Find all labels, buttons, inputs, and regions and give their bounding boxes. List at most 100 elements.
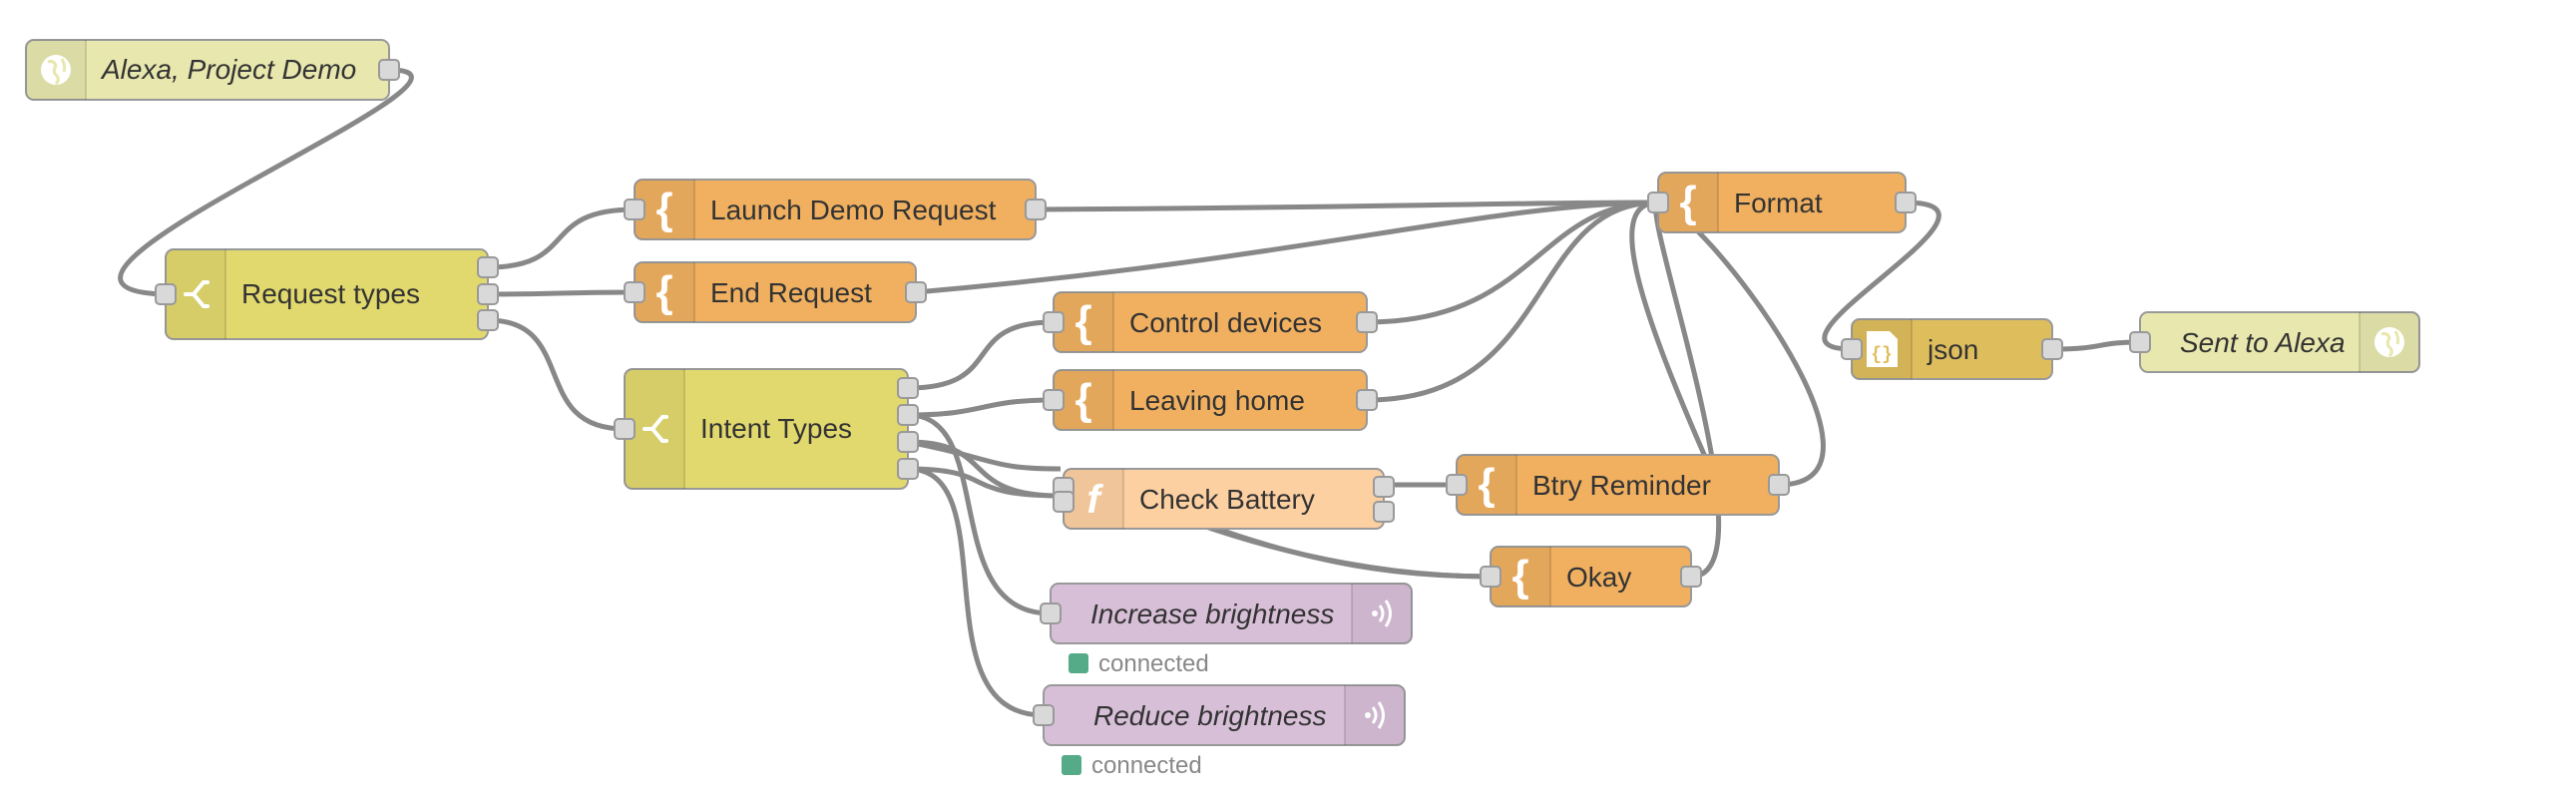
input-port[interactable] — [1446, 474, 1468, 496]
wireless-icon — [1365, 701, 1385, 729]
input-port[interactable] — [624, 281, 645, 303]
node-label: Control devices — [1129, 307, 1322, 338]
output-port-2[interactable] — [897, 404, 919, 426]
icon-area — [1054, 370, 1113, 430]
input-port[interactable] — [624, 199, 645, 220]
wire-json-to-sent-to-alexa[interactable] — [2051, 339, 2141, 352]
input-port[interactable] — [1043, 389, 1065, 411]
node-format[interactable]: { Format — [1647, 172, 1917, 233]
node-label: End Request — [710, 277, 872, 308]
node-label: Format — [1734, 188, 1823, 218]
output-port-3[interactable] — [897, 431, 919, 453]
node-intent-types[interactable]: Intent Types — [614, 368, 919, 490]
globe-icon — [2374, 327, 2404, 358]
wire-intent-to-reduce-brightness[interactable] — [907, 466, 1045, 718]
template-icon: { — [1478, 460, 1495, 509]
wire-alexa-to-request-types[interactable] — [118, 67, 414, 297]
node-btry-reminder[interactable]: { Btry Reminder — [1446, 454, 1790, 516]
wire-request-types-to-launch-demo[interactable] — [487, 206, 636, 270]
input-port[interactable] — [614, 418, 636, 440]
node-label: Sent to Alexa — [2180, 327, 2346, 358]
input-port[interactable] — [1033, 704, 1055, 726]
wire-end-request-to-format[interactable] — [915, 200, 1659, 295]
output-port[interactable] — [1356, 389, 1378, 411]
node-label: json — [1927, 334, 1978, 365]
node-launch-demo-request[interactable]: { Launch Demo Request — [624, 179, 1047, 240]
input-port[interactable] — [155, 283, 177, 305]
status-text: connected — [1098, 650, 1209, 677]
icon-area — [1054, 292, 1113, 352]
input-port[interactable] — [1040, 602, 1062, 624]
wire-control-devices-to-format[interactable] — [1366, 200, 1659, 325]
template-icon: { — [1074, 375, 1091, 424]
input-port[interactable] — [2129, 331, 2151, 353]
node-label: Launch Demo Request — [710, 195, 997, 225]
wire-intent-to-check-battery-c[interactable] — [907, 439, 1062, 472]
node-reduce-brightness[interactable]: Reduce brightness connected — [1033, 684, 1406, 779]
node-label: Intent Types — [700, 413, 852, 444]
output-port[interactable] — [905, 281, 927, 303]
output-port-3[interactable] — [477, 309, 499, 331]
wire-intent-to-control-devices[interactable] — [907, 319, 1055, 391]
icon-area — [1064, 469, 1123, 529]
input-port-2[interactable] — [1053, 491, 1074, 513]
node-label: Leaving home — [1129, 385, 1305, 416]
node-alexa-project-demo[interactable]: Alexa, Project Demo — [25, 39, 400, 101]
output-port[interactable] — [1356, 311, 1378, 333]
output-port-2[interactable] — [1373, 501, 1395, 523]
wire-format-to-json[interactable] — [1822, 200, 1941, 352]
node-request-types[interactable]: Request types — [155, 248, 499, 340]
wire-request-types-to-end-request[interactable] — [487, 289, 636, 297]
node-okay[interactable]: { Okay — [1480, 546, 1702, 607]
input-port[interactable] — [1480, 566, 1502, 588]
wire-intent-to-leaving-home[interactable] — [907, 397, 1055, 418]
node-label: Request types — [241, 278, 420, 309]
status-dot — [1062, 755, 1081, 775]
output-port-1[interactable] — [897, 377, 919, 399]
wire-leaving-home-to-format[interactable] — [1366, 200, 1659, 403]
output-port-4[interactable] — [897, 458, 919, 480]
wire-request-types-to-intent-types[interactable] — [487, 317, 626, 432]
status-dot — [1069, 653, 1088, 673]
output-port[interactable] — [378, 59, 400, 81]
output-port[interactable] — [1025, 199, 1047, 220]
node-increase-brightness[interactable]: Increase brightness connected — [1040, 583, 1413, 677]
switch-icon — [643, 415, 668, 443]
icon-area — [1457, 455, 1516, 515]
input-port[interactable] — [1043, 311, 1065, 333]
input-port[interactable] — [1647, 192, 1669, 213]
output-port-1[interactable] — [477, 256, 499, 278]
wire-btry-reminder-to-format[interactable] — [1657, 200, 1826, 488]
output-port[interactable] — [1895, 192, 1917, 213]
wire-check-battery-to-okay-b[interactable] — [1216, 526, 1492, 580]
node-end-request[interactable]: { End Request — [624, 261, 927, 323]
template-icon: { — [1074, 297, 1091, 346]
node-check-battery[interactable]: f Check Battery — [1053, 468, 1395, 530]
input-port[interactable] — [1841, 338, 1863, 360]
output-port[interactable] — [2041, 338, 2063, 360]
icon-area — [1658, 173, 1718, 232]
output-port-1[interactable] — [1373, 476, 1395, 498]
template-icon: { — [655, 267, 672, 316]
node-json[interactable]: {} json — [1841, 318, 2063, 380]
wireless-icon — [1372, 600, 1392, 627]
status-text: connected — [1091, 752, 1202, 779]
template-icon: { — [1679, 178, 1696, 226]
wire-intent-to-increase-brightness[interactable] — [907, 412, 1052, 616]
node-control-devices[interactable]: { Control devices — [1043, 291, 1378, 353]
output-port-2[interactable] — [477, 283, 499, 305]
node-sent-to-alexa[interactable]: Sent to Alexa — [2129, 311, 2420, 373]
template-icon: { — [1511, 552, 1528, 601]
wire-okay-to-format[interactable] — [1653, 200, 1722, 580]
function-icon: f — [1086, 478, 1103, 522]
output-port[interactable] — [1680, 566, 1702, 588]
node-label: Alexa, Project Demo — [100, 54, 356, 85]
json-icon: {} — [1867, 331, 1898, 367]
wires — [118, 67, 2141, 718]
wire-btry-reminder-to-format-b[interactable] — [1629, 200, 1709, 461]
wire-intent-to-check-battery-b[interactable] — [907, 466, 1062, 499]
output-port[interactable] — [1768, 474, 1790, 496]
node-leaving-home[interactable]: { Leaving home — [1043, 369, 1378, 431]
wire-check-battery-to-okay[interactable] — [1196, 521, 1492, 580]
